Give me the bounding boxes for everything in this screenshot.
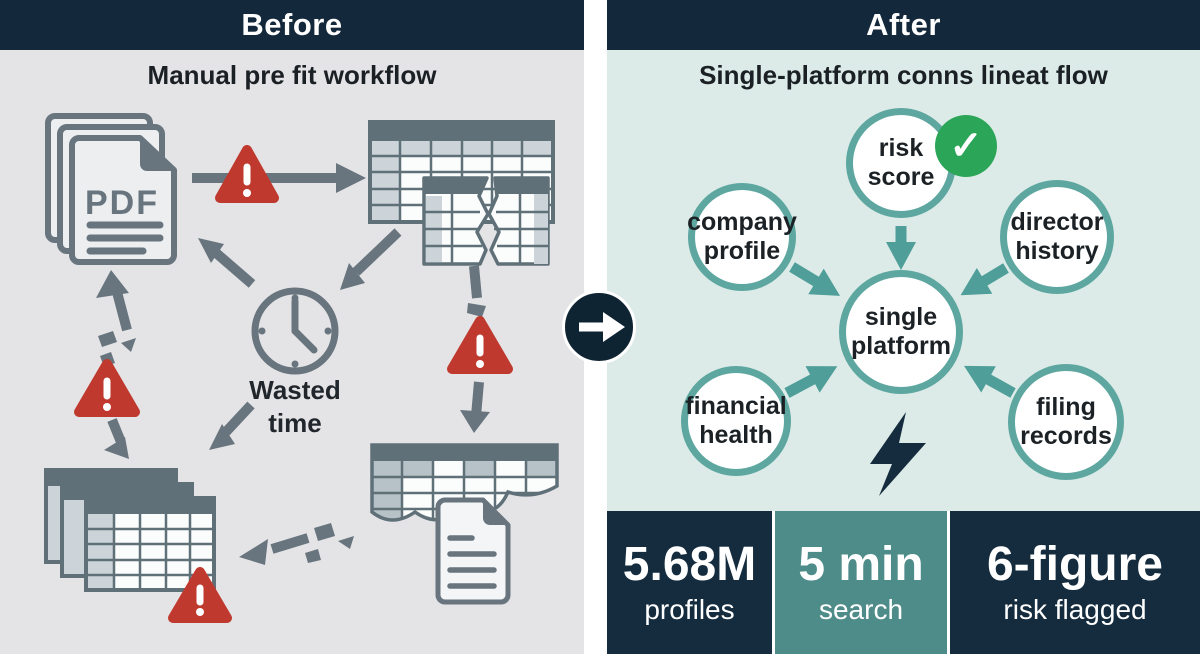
arrow-company-to-platform	[789, 262, 841, 296]
arrow-director-to-platform	[960, 263, 1009, 296]
broken-spreadsheet-icon	[422, 176, 550, 266]
document-icon	[435, 497, 511, 605]
stat-value: 5 min	[798, 537, 924, 591]
transition-button	[562, 290, 636, 364]
node-label: profile	[703, 237, 781, 265]
table-stack-icon	[44, 468, 216, 592]
stat-search: 5 min search	[775, 511, 947, 654]
node-label: records	[1020, 422, 1112, 450]
before-subtitle: Manual pre fit workflow	[147, 60, 437, 90]
node-label: platform	[851, 332, 951, 360]
warning-icon	[447, 316, 513, 374]
node-financial-health: financial health	[681, 366, 791, 476]
node-label: health	[699, 421, 773, 449]
clock-icon	[251, 287, 339, 375]
wasted-time-line1: Wasted	[249, 375, 341, 405]
stat-profiles: 5.68M profiles	[607, 511, 772, 654]
arrow-clock-to-stack	[209, 401, 255, 450]
node-label: financial	[685, 392, 787, 420]
pdf-label: PDF	[85, 184, 159, 222]
before-diagram	[44, 113, 559, 623]
node-label: single	[864, 303, 938, 331]
node-label: score	[867, 163, 935, 191]
stat-value: 5.68M	[622, 537, 757, 591]
node-label: history	[1015, 237, 1099, 265]
stat-label: profiles	[644, 593, 735, 625]
arrow-clock-to-pdf	[198, 238, 256, 288]
arrow-to-stack	[104, 418, 129, 459]
teal-arrows	[784, 226, 1016, 398]
arrow-financial-to-platform	[784, 366, 838, 398]
after-subtitle: Single-platform conns lineat flow	[699, 60, 1108, 90]
warning-icon	[74, 359, 140, 417]
warning-icon	[168, 567, 232, 623]
stat-label: search	[818, 593, 904, 625]
stat-value: 6-figure	[986, 537, 1163, 591]
node-director-history: director history	[1000, 180, 1114, 294]
node-filing-records: filing records	[1008, 364, 1124, 480]
right-arrow-icon	[579, 312, 625, 342]
wasted-time-line2: time	[268, 408, 322, 438]
broken-arrow-into-stack	[239, 523, 354, 565]
before-panel: Before Manual pre fit workflow	[0, 0, 584, 654]
node-label: filing	[1036, 393, 1096, 421]
stat-label: risk flagged	[1003, 593, 1147, 625]
check-glyph: ✓	[949, 124, 983, 168]
stat-risk-flagged: 6-figure risk flagged	[950, 511, 1200, 654]
arrow-table-to-clock	[340, 228, 402, 290]
lightning-icon	[870, 412, 926, 496]
check-icon: ✓	[935, 115, 997, 177]
node-label: risk	[878, 134, 924, 162]
arrow-filing-to-platform	[964, 365, 1016, 398]
arrow-risk-to-platform	[886, 226, 916, 270]
warning-icon	[215, 145, 279, 203]
stats-bar: 5.68M profiles 5 min search 6-figure ris…	[607, 511, 1200, 654]
arrow-to-torn-table	[460, 381, 490, 433]
broken-arrow-table-down	[467, 265, 486, 317]
node-label: company	[687, 208, 797, 236]
after-header: After	[607, 0, 1200, 50]
node-company-profile: company profile	[687, 183, 797, 291]
wasted-time-label: Wasted time	[215, 374, 375, 440]
node-single-platform: single platform	[839, 270, 963, 394]
pdf-stack-icon	[45, 113, 177, 265]
before-header: Before	[0, 0, 584, 50]
node-label: director	[1010, 208, 1104, 236]
